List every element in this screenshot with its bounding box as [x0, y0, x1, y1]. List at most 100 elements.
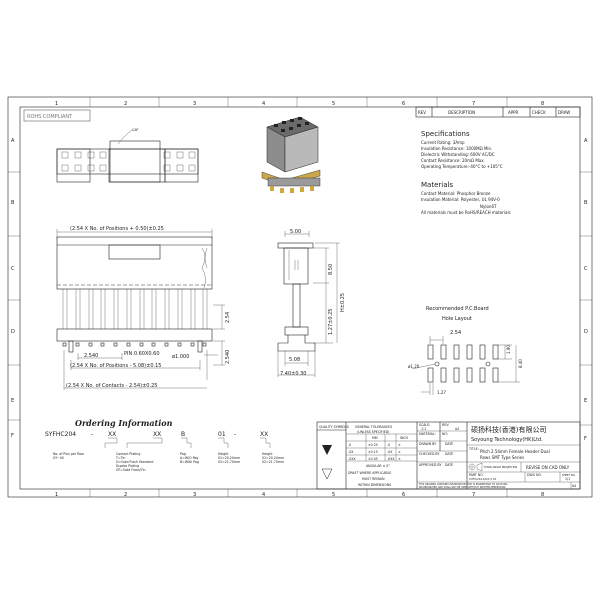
drawing-text: THIS DRAWING CONTAINS INFORMATION THAT I…	[419, 483, 508, 486]
drawing-text: Height	[262, 452, 273, 456]
col-label: 8	[541, 101, 544, 107]
drawing-text: REV	[418, 110, 426, 115]
col-label: 3	[193, 101, 196, 107]
drawing-text: ±	[398, 457, 401, 461]
drawing-text: Ordering Information	[75, 418, 173, 428]
col-label: 5	[332, 492, 335, 498]
col-label: 6	[402, 492, 405, 498]
drawing-text: Hole Layout	[442, 316, 472, 322]
drawing-text: Height	[218, 452, 229, 456]
drawing-text: E	[584, 398, 587, 404]
drawing-text: B	[584, 200, 588, 206]
drawing-text: XX	[108, 431, 116, 438]
third-angle-projection-icon	[468, 462, 483, 472]
drawing-text: 01=20.20mm	[218, 456, 240, 460]
col-label: 2	[124, 492, 127, 498]
drawing-text: No. of Pins per Row	[53, 452, 84, 456]
drawing-text: DATE	[445, 463, 453, 467]
company-name-cn: 硕扬科技(香港)有限公司	[471, 425, 546, 434]
drawing-text: 2.54	[450, 330, 461, 336]
drawing-text: DESCRIPTION	[448, 110, 475, 115]
drawing-text: DRAFT WHERE APPLICABLE	[348, 471, 391, 475]
drawing-text: ±0.15	[368, 450, 378, 454]
drawing-text: -	[234, 431, 236, 438]
drawing-text: F	[11, 433, 14, 439]
quality-symbol-icon	[321, 468, 333, 480]
drawing-text: 2.540	[225, 350, 231, 364]
drawing-text: T=Tin	[115, 456, 125, 460]
outer-frame	[7, 96, 593, 498]
col-label: 3	[193, 492, 196, 498]
drawing-text: QUALITY SYMBOLS	[319, 425, 349, 429]
drawing-text: MATERIAL:	[419, 432, 436, 436]
drawing-text: ø1.20	[408, 364, 420, 369]
drawing-text: B	[11, 200, 15, 206]
column-markers: 1 2 3 4 5 6 7 8 1 2 3 4 5 6 7 8	[55, 97, 544, 498]
drawing-text: -	[91, 431, 93, 438]
pcb-hole-layout: Recommended P.C.Board Hole Layout 2.54 1…	[408, 306, 523, 395]
drawing-text: 02=21.70mm	[262, 460, 284, 464]
drawing-text: ø1.000	[172, 354, 189, 360]
drawing-text: SHEET NO.	[562, 473, 576, 477]
drawing-text: REV:	[442, 423, 449, 427]
drawing-text: A=W/O Pag	[180, 456, 198, 460]
drawing-text: All materials must be RoHS/REACH materia…	[421, 210, 511, 215]
drawing-text: MM	[372, 436, 378, 440]
drawing-text: 5.08	[289, 357, 300, 363]
col-label: 7	[472, 492, 475, 498]
drawing-text: Nylon6T	[480, 204, 497, 209]
drawing-text: (2.54 X No. of Contacts - 2.54)±0.25	[66, 383, 157, 389]
drawing-text: F	[584, 436, 587, 442]
drawing-text: 1.27±0.25	[328, 309, 334, 335]
drawing-text: ±	[398, 450, 401, 454]
drawing-text: 03~40	[53, 456, 64, 460]
rohs-badge	[23, 109, 91, 122]
drawing-text: MUST REMAIN	[362, 477, 385, 481]
drawing-text: C	[11, 266, 15, 272]
specifications: Specifications Current Rating: 3Amp Insu…	[421, 130, 511, 215]
drawing-text: SYFHC204	[45, 431, 76, 438]
col-label: 7	[472, 101, 475, 107]
inner-frame	[19, 106, 581, 490]
drawing-text: .X	[348, 443, 352, 447]
drawing-text: Current Rating: 3Amp	[421, 140, 465, 145]
drawing-text: Pitch 2.54mm Female Header Dual	[480, 449, 550, 454]
drawing-text: SYFHC204-XXXX X XX	[469, 477, 497, 481]
revision-table: REV DESCRIPTION APPR CHECK DRAW	[415, 106, 581, 118]
drawing-text: .XXX	[387, 457, 395, 461]
drawing-text: .XX	[348, 450, 354, 454]
drawing-text: Duplex Plating	[116, 464, 139, 468]
drawing-text: Materials	[421, 181, 453, 189]
drawing-text: GENERAL TOLERANCES	[355, 425, 392, 429]
drawing-text: TITLE:	[468, 447, 479, 451]
col-label: 1	[55, 492, 58, 498]
drawing-text: DWG NO.	[527, 473, 542, 477]
drawing-text: .XXX	[348, 457, 356, 461]
drawing-text: A	[584, 138, 588, 144]
drawing-text: A	[11, 138, 15, 144]
drawing-text: Specifications	[421, 130, 470, 138]
col-label: 6	[402, 101, 405, 107]
col-label: 5	[332, 101, 335, 107]
drawing-text: D	[11, 329, 15, 335]
drawing-text: XX	[153, 431, 161, 438]
drawing-text: THIRD ANGLE PROJECTION	[484, 465, 517, 469]
side-view: 5.00 8.50 1.27±0.25 H±0.25 5.08 7.40±0.3…	[277, 229, 346, 377]
drawing-text: INCORPORATED AND SHALL NOT BE USED WITHO…	[419, 486, 506, 489]
drawing-text: ±	[398, 443, 401, 447]
drawing-text: DATE	[445, 452, 453, 456]
drawing-text: 1:1	[421, 427, 426, 431]
drawing-text: A4	[455, 427, 459, 431]
drawing-text: .X	[387, 443, 391, 447]
quality-symbol-icon	[322, 445, 332, 455]
drawing-text: Operating Temperature:-40°C to +105°C	[421, 164, 503, 169]
drawing-text: ±0.25	[368, 443, 378, 447]
drawing-text: NO:	[442, 432, 448, 436]
drawing-text: CHECKED BY	[419, 452, 439, 456]
drawing-text: C	[584, 266, 588, 272]
drawing-text: CHECK	[532, 110, 546, 115]
drawing-text: 02=21.70mm	[218, 460, 240, 464]
drawing-text: 2.540	[84, 353, 98, 359]
drawing-text: DRAWN BY	[419, 442, 436, 446]
